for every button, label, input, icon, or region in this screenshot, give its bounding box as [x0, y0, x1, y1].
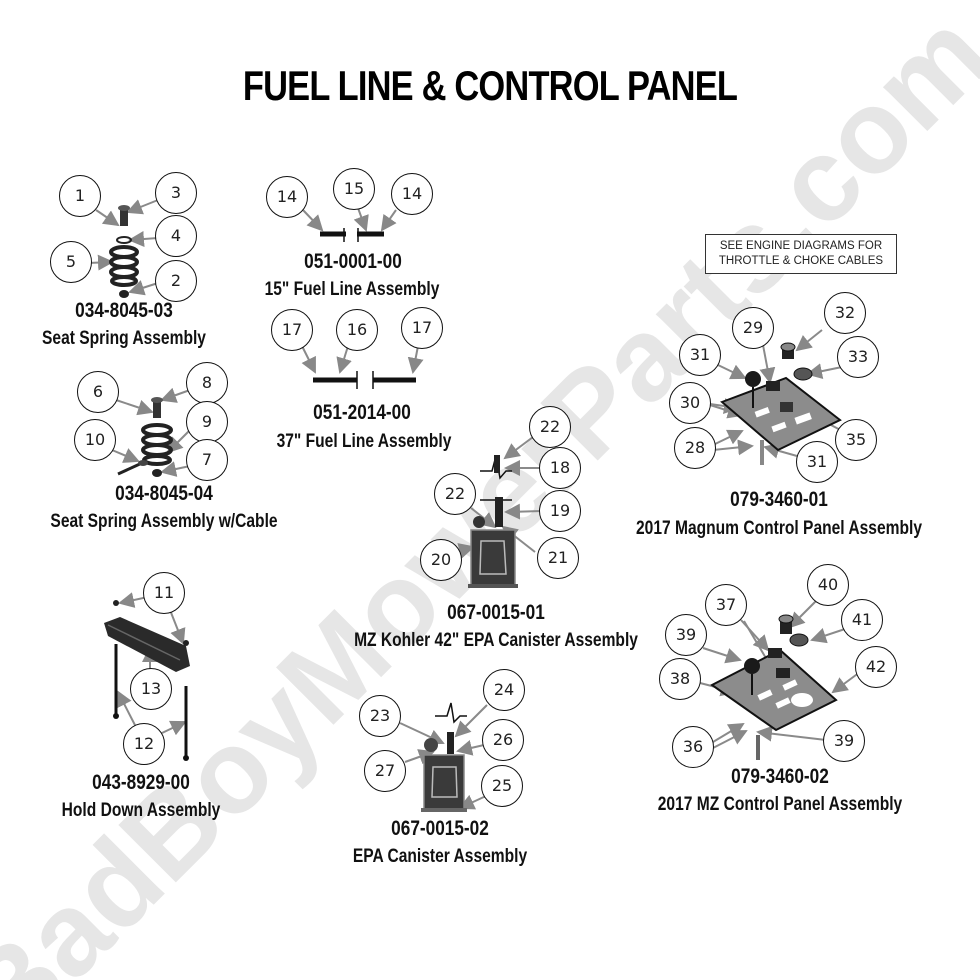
assembly-name-mz-kohler-canister: MZ Kohler 42" EPA Canister Assembly: [354, 630, 638, 651]
callout-40: 40: [807, 564, 849, 606]
callout-32: 32: [824, 292, 866, 334]
callout-6: 6: [77, 371, 119, 413]
callout-1: 1: [59, 175, 101, 217]
callout-31b: 31: [796, 441, 838, 483]
callout-13: 13: [130, 668, 172, 710]
callout-37: 37: [705, 584, 747, 626]
callout-18: 18: [539, 447, 581, 489]
assembly-name-15-fuel-line: 15" Fuel Line Assembly: [264, 279, 440, 300]
part-number-034-8045-04: 034-8045-04: [115, 482, 213, 505]
callout-15: 15: [333, 168, 375, 210]
callout-17b: 17: [401, 307, 443, 349]
assembly-name-epa-canister: EPA Canister Assembly: [352, 846, 528, 867]
callout-5: 5: [50, 241, 92, 283]
assembly-name-mz-panel: 2017 MZ Control Panel Assembly: [657, 794, 903, 815]
callout-23: 23: [359, 695, 401, 737]
callout-22b: 22: [434, 473, 476, 515]
page-title: FUEL LINE & CONTROL PANEL: [242, 62, 738, 109]
assembly-name-seat-spring-cable: Seat Spring Assembly w/Cable: [50, 511, 278, 532]
fuel-line-37-art: [313, 371, 416, 389]
note-line-1: SEE ENGINE DIAGRAMS FOR: [719, 240, 883, 252]
callout-16: 16: [336, 309, 378, 351]
callout-17a: 17: [271, 309, 313, 351]
seat-spring-cable-assembly-art: [117, 397, 173, 477]
callout-9: 9: [186, 401, 228, 443]
callout-38: 38: [659, 658, 701, 700]
part-number-079-3460-01: 079-3460-01: [730, 488, 828, 511]
callout-19: 19: [539, 490, 581, 532]
assembly-name-37-fuel-line: 37" Fuel Line Assembly: [276, 431, 452, 452]
callout-3: 3: [155, 172, 197, 214]
note-line-2: THROTTLE & CHOKE CABLES: [718, 255, 884, 267]
epa-canister-art: [421, 702, 467, 812]
part-number-067-0015-01: 067-0015-01: [447, 601, 545, 624]
callout-39a: 39: [665, 614, 707, 656]
part-number-034-8045-03: 034-8045-03: [75, 299, 173, 322]
callout-41: 41: [841, 599, 883, 641]
epa-canister-mz-kohler-art: [468, 455, 518, 588]
magnum-control-panel-art: [720, 342, 842, 465]
callout-33: 33: [837, 336, 879, 378]
callout-14b: 14: [391, 173, 433, 215]
callout-22a: 22: [529, 406, 571, 448]
mz-control-panel-art: [710, 614, 838, 760]
callout-12: 12: [123, 723, 165, 765]
callout-36: 36: [672, 726, 714, 768]
callout-27: 27: [364, 750, 406, 792]
callout-14a: 14: [266, 176, 308, 218]
assembly-name-hold-down: Hold Down Assembly: [61, 800, 221, 821]
callout-10: 10: [74, 419, 116, 461]
seat-spring-assembly-art: [109, 205, 139, 298]
callout-2: 2: [155, 260, 197, 302]
callout-21: 21: [537, 537, 579, 579]
callout-39b: 39: [823, 720, 865, 762]
part-number-067-0015-02: 067-0015-02: [391, 817, 489, 840]
part-number-051-2014-00: 051-2014-00: [313, 401, 411, 424]
callout-26: 26: [482, 719, 524, 761]
hold-down-assembly-art: [104, 600, 190, 761]
callout-11: 11: [143, 572, 185, 614]
callout-35: 35: [835, 419, 877, 461]
note-box: SEE ENGINE DIAGRAMS FOR THROTTLE & CHOKE…: [705, 234, 897, 274]
callout-7: 7: [186, 439, 228, 481]
callout-4: 4: [155, 215, 197, 257]
callout-30: 30: [669, 382, 711, 424]
callout-8: 8: [186, 362, 228, 404]
fuel-line-15-art: [320, 228, 384, 242]
part-number-051-0001-00: 051-0001-00: [304, 250, 402, 273]
callout-24: 24: [483, 669, 525, 711]
callout-31a: 31: [679, 334, 721, 376]
part-number-079-3460-02: 079-3460-02: [731, 765, 829, 788]
callout-25: 25: [481, 765, 523, 807]
part-number-043-8929-00: 043-8929-00: [92, 771, 190, 794]
assembly-name-seat-spring: Seat Spring Assembly: [42, 328, 206, 349]
callout-42: 42: [855, 646, 897, 688]
assembly-name-magnum-panel: 2017 Magnum Control Panel Assembly: [635, 518, 923, 539]
callout-28: 28: [674, 427, 716, 469]
callout-29: 29: [732, 307, 774, 349]
callout-20: 20: [420, 539, 462, 581]
